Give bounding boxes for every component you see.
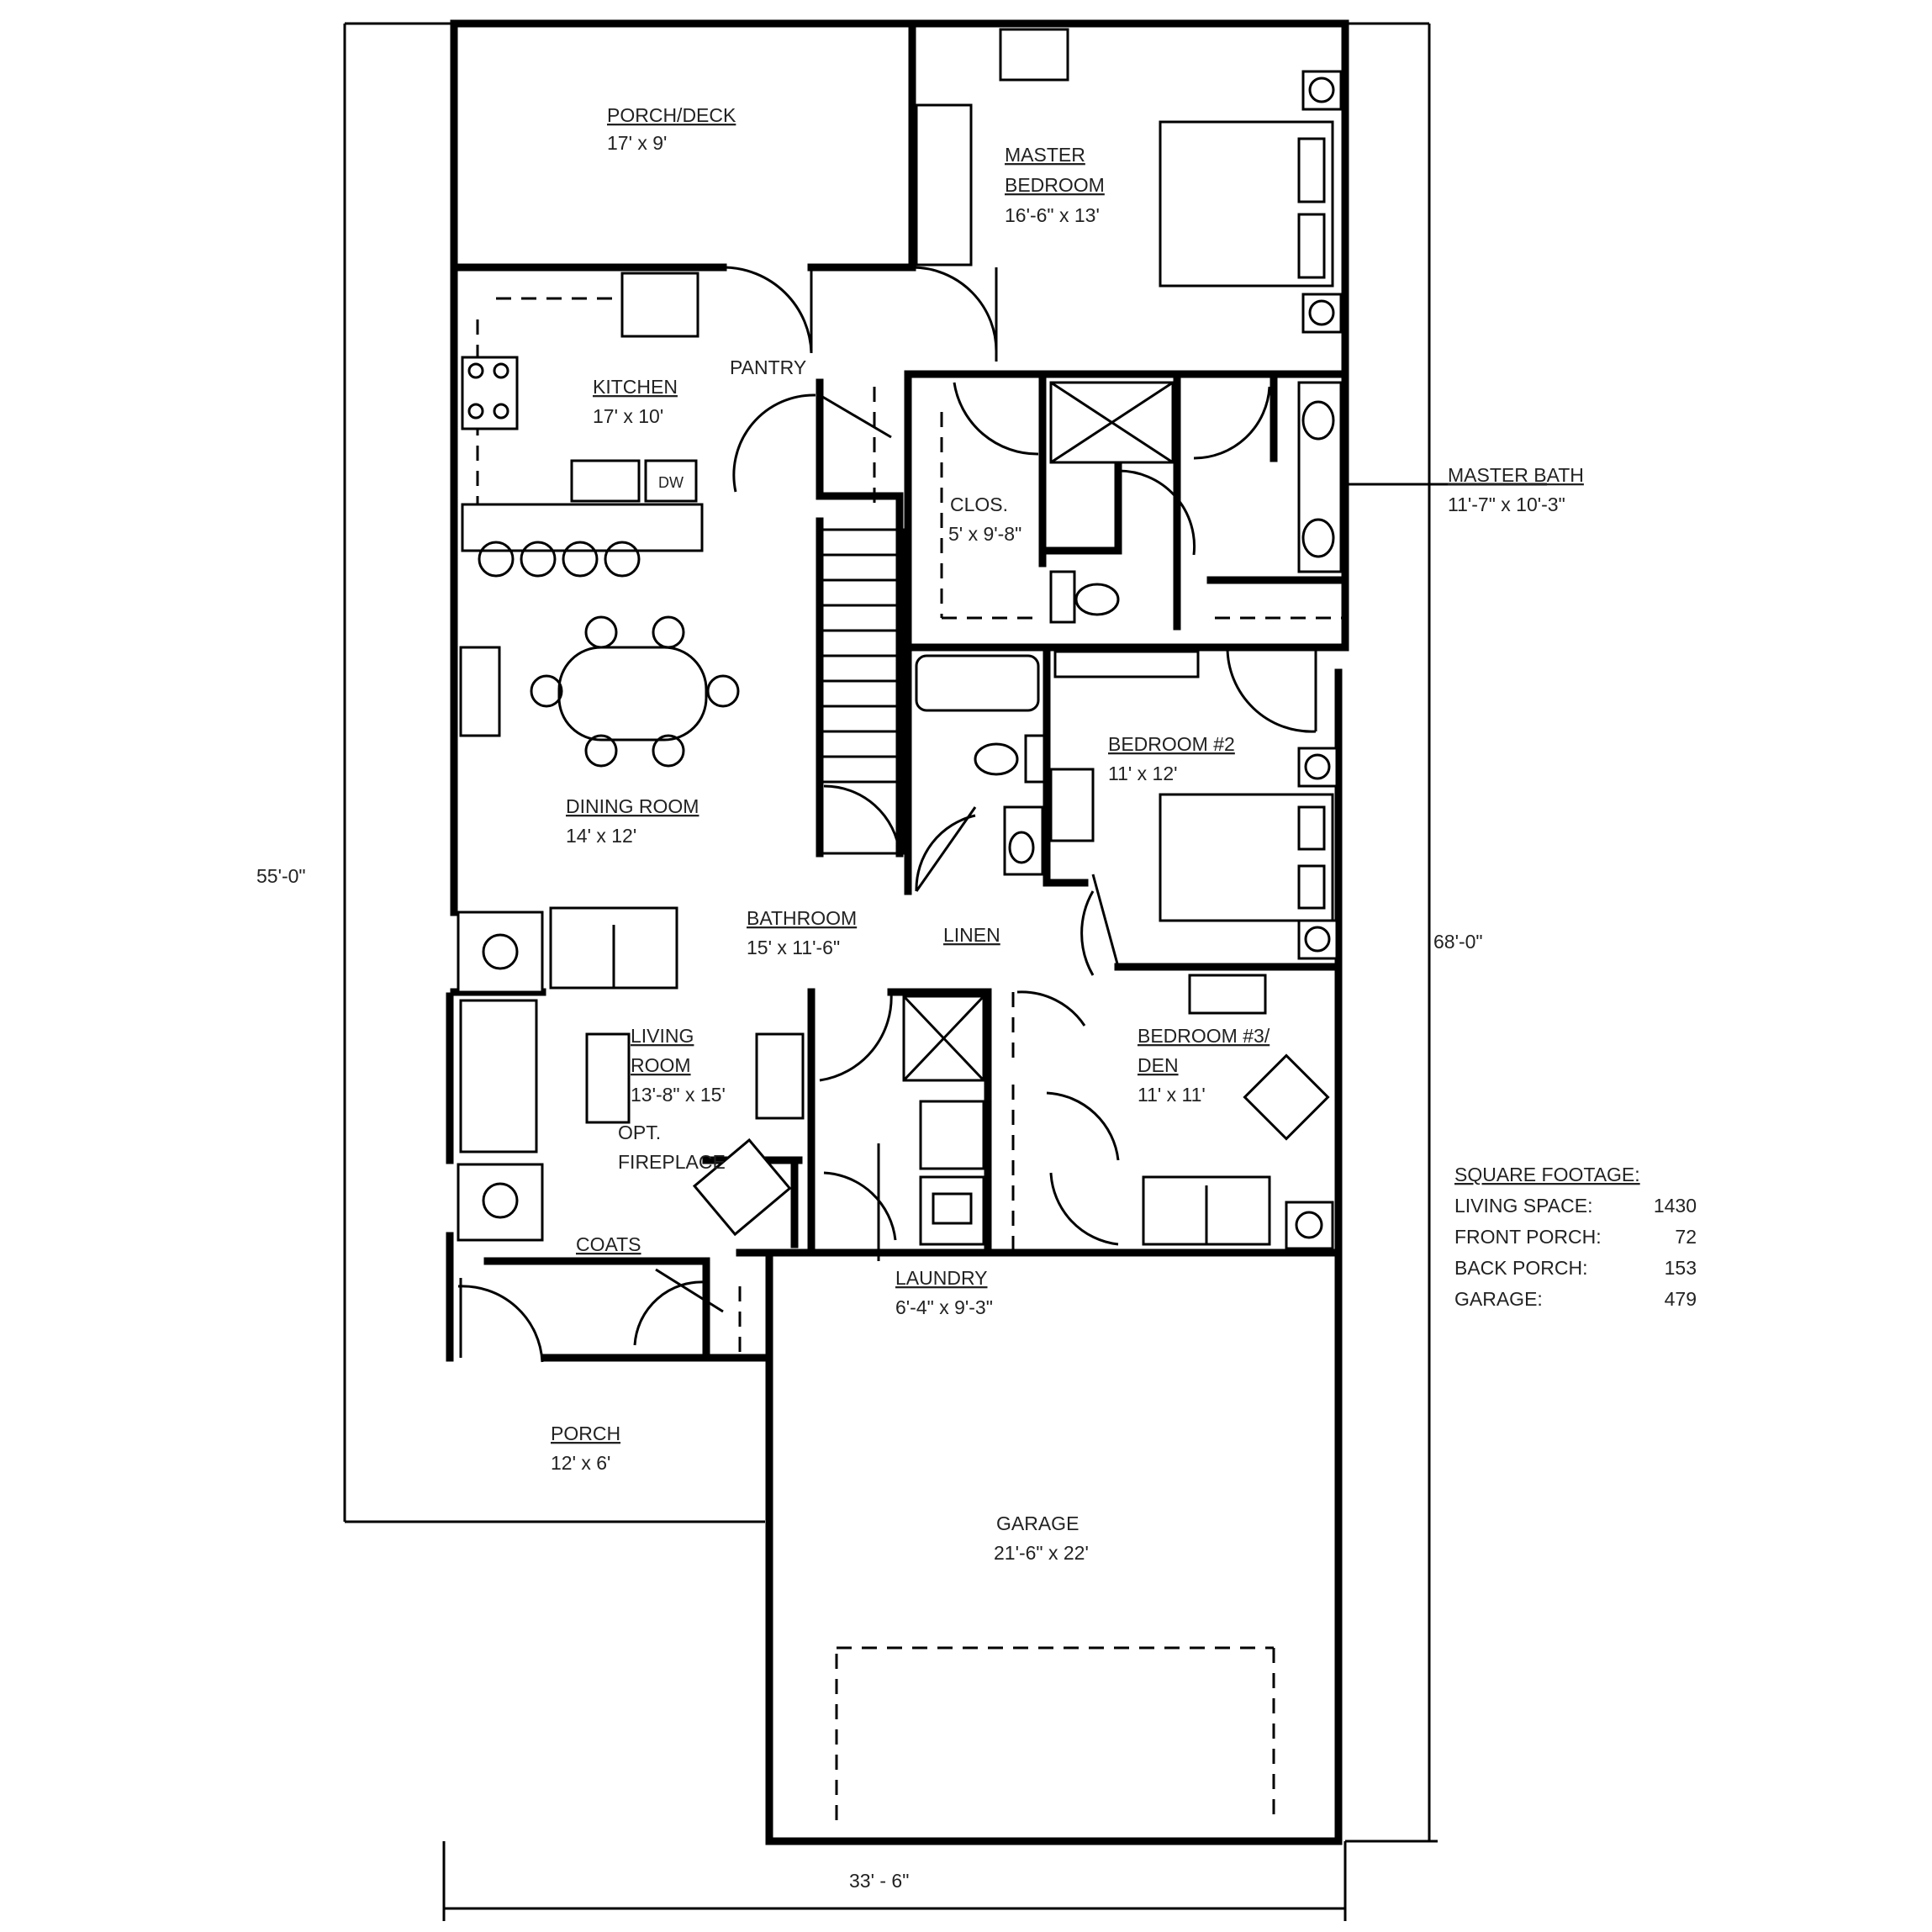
sqft-label-garage: GARAGE: [1454,1288,1543,1310]
bedroom2-size: 11' x 12' [1108,763,1178,784]
master-linen-shelf [1053,650,1200,678]
sideboard [459,646,501,737]
end-table-bottom [457,1163,544,1242]
bedroom3-chair [1243,1053,1330,1141]
bedroom3-size: 11' x 11' [1138,1084,1206,1106]
fireplace-line-1: OPT. [618,1122,661,1143]
dining-table [557,646,708,742]
dishwasher [644,459,698,503]
garage-name: GARAGE [996,1512,1079,1534]
master-bath-size: 11'-7" x 10'-3" [1448,494,1565,515]
bedroom3-name-1: BEDROOM #3/ [1138,1025,1270,1047]
sqft-value-garage: 479 [1665,1288,1697,1310]
pantry-name: PANTRY [730,356,806,378]
dining-room-name: DINING ROOM [566,795,699,817]
sqft-value-back-porch: 153 [1665,1257,1697,1279]
bedroom3-dresser [1188,974,1267,1015]
bedroom3-endtable [1285,1201,1334,1250]
kitchen-name: KITCHEN [593,376,678,398]
dryer [919,1175,985,1246]
coffee-table [585,1032,631,1124]
porch-name: PORCH [551,1423,620,1444]
dishwasher-label: DW [658,474,684,491]
bedroom3-name-2: DEN [1138,1054,1179,1076]
exterior-walls [446,19,1349,1845]
living-room-name-1: LIVING [631,1025,694,1047]
kitchen-island [461,503,704,552]
hall-toilet-tank [1024,734,1046,784]
master-dresser [915,103,973,267]
master-bedroom-name-2: BEDROOM [1005,174,1105,196]
master-toilet [1074,583,1120,616]
hall-toilet [974,742,1019,776]
dimension-labels: 55'-0" 68'-0" 33' - 6" [256,865,1483,1892]
kitchen-size: 17' x 10' [593,405,663,427]
square-footage-table: SQUARE FOOTAGE: LIVING SPACE: 1430 FRONT… [1454,1164,1697,1310]
width-dimension: 33' - 6" [849,1870,909,1892]
room-labels: PORCH/DECK 17' x 9' MASTER BEDROOM 16'-6… [551,104,1584,1564]
garage-size: 21'-6" x 22' [994,1542,1089,1564]
dining-room-size: 14' x 12' [566,825,636,847]
master-bedroom-size: 16'-6" x 13' [1005,204,1100,226]
sqft-label-back-porch: BACK PORCH: [1454,1257,1587,1279]
closet-name: CLOS. [950,494,1008,515]
master-dresser-top [999,28,1069,82]
laundry-size: 6'-4" x 9'-3" [895,1296,993,1318]
master-bath-name: MASTER BATH [1448,464,1584,486]
porch-deck-size: 17' x 9' [607,132,667,154]
master-nightstand-bottom [1301,293,1343,334]
living-room-size: 13'-8" x 15' [631,1084,726,1106]
sofa [459,999,538,1153]
master-bedroom-name-1: MASTER [1005,144,1085,166]
chair-living [755,1032,805,1120]
sink [570,459,641,503]
refrigerator [620,272,699,338]
dashed-lines [476,297,1345,1820]
laundry-name: LAUNDRY [895,1267,988,1289]
master-toilet-tank [1049,570,1076,624]
fireplace [692,1138,792,1237]
sqft-label-front-porch: FRONT PORCH: [1454,1226,1602,1248]
right-depth-dimension: 68'-0" [1433,931,1483,953]
bedroom2-name: BEDROOM #2 [1108,733,1235,755]
bathtub [915,654,1040,712]
square-footage-title: SQUARE FOOTAGE: [1454,1164,1640,1185]
door-swings [457,266,1317,1363]
coats-name: COATS [576,1233,641,1255]
porch-size: 12' x 6' [551,1452,610,1474]
washer [919,1100,985,1170]
end-table-top [457,911,544,994]
closet-size: 5' x 9'-8" [948,523,1021,545]
bathroom-name: BATHROOM [747,907,857,929]
sqft-label-living: LIVING SPACE: [1454,1195,1592,1217]
stairs [818,528,905,855]
sqft-value-front-porch: 72 [1675,1226,1697,1248]
left-depth-dimension: 55'-0" [256,865,306,887]
porch-deck-name: PORCH/DECK [607,104,736,126]
bathroom-size: 15' x 11'-6" [747,937,840,958]
living-room-name-2: ROOM [631,1054,691,1076]
sqft-value-living: 1430 [1654,1195,1697,1217]
bedroom2-desk [1049,768,1095,842]
fireplace-line-2: FIREPLACE [618,1151,726,1173]
fixtures: DW [457,28,1343,1250]
linen-name: LINEN [943,924,1000,946]
